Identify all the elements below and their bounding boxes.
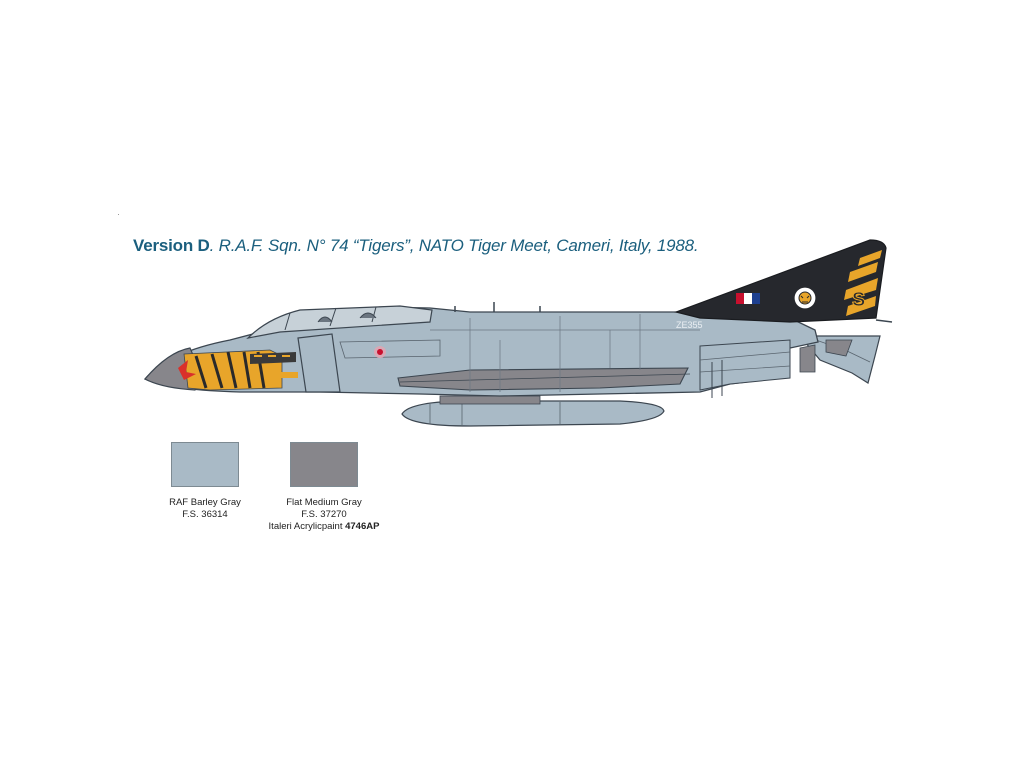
tail-fin — [673, 239, 887, 323]
version-caption: Version D. R.A.F. Sqn. N° 74 “Tigers”, N… — [133, 236, 699, 256]
swatch-fs-code: F.S. 37270 — [301, 509, 347, 520]
tail-tiger-stripes — [844, 250, 882, 316]
aircraft-profile-illustration: S ZE355 — [143, 239, 893, 427]
wing — [397, 367, 689, 391]
fin-flash — [736, 293, 760, 304]
paint-code: 4746AP — [345, 521, 380, 532]
stray-mark — [118, 214, 119, 215]
air-intake — [297, 333, 341, 393]
swatch-label-barley-gray: RAF Barley Gray F.S. 36314 — [105, 497, 305, 521]
swatch-paint-reference: Italeri Acrylicpaint 4746AP — [224, 521, 424, 533]
centerline-fuel-tank — [401, 400, 665, 427]
squadron-badge-icon — [793, 286, 817, 310]
serial-number: ZE355 — [676, 320, 703, 330]
rear-fuselage-panel — [699, 339, 791, 391]
horizontal-stabilizer — [798, 335, 881, 384]
version-description: . R.A.F. Sqn. N° 74 “Tigers”, NATO Tiger… — [209, 236, 699, 255]
swatch-barley-gray — [171, 442, 239, 487]
swatch-fs-code: F.S. 36314 — [182, 509, 228, 520]
paint-brand: Italeri Acrylicpaint — [268, 521, 346, 532]
swatch-label-medium-gray: Flat Medium Gray F.S. 37270 Italeri Acry… — [224, 497, 424, 533]
version-label: Version D — [133, 236, 210, 255]
tail-code-letter: S — [852, 289, 865, 311]
fuselage-roundel-icon — [374, 346, 386, 358]
swatch-medium-gray — [290, 442, 358, 487]
nose-tiger-artwork — [178, 349, 298, 391]
swatch-name: RAF Barley Gray — [169, 497, 241, 508]
canopy — [246, 305, 433, 339]
swatch-name: Flat Medium Gray — [286, 497, 362, 508]
